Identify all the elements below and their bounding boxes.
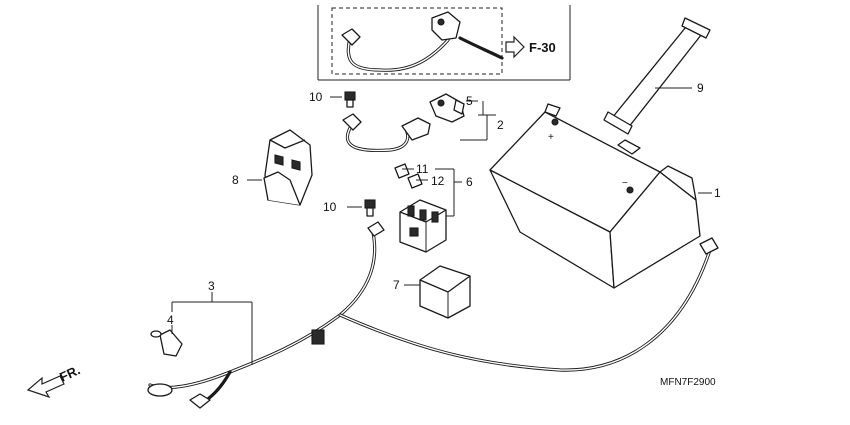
callout-12: 12: [431, 174, 445, 188]
battery: + −: [489, 103, 701, 289]
callout-8: 8: [232, 173, 239, 187]
reference-inset: [317, 5, 571, 81]
terminal-cap: [150, 329, 183, 357]
callout-10-lower: 10: [323, 200, 337, 214]
battery-strap: [603, 17, 711, 135]
battery-harness: [147, 221, 719, 409]
callout-2: 2: [497, 118, 504, 132]
diagram-code: MFN7F2900: [660, 377, 716, 388]
callout-6: 6: [466, 175, 473, 189]
callout-11: 11: [416, 162, 429, 176]
bolt-upper: [344, 91, 356, 108]
svg-text:−: −: [622, 178, 628, 189]
front-label: FR.: [57, 362, 82, 384]
callout-4: 4: [167, 313, 174, 327]
fuse-box: [399, 199, 447, 253]
svg-text:+: +: [548, 132, 554, 143]
callout-5: 5: [466, 94, 473, 108]
callout-9: 9: [697, 81, 704, 95]
reference-arrow-icon: [505, 35, 525, 59]
fuse-small: [394, 163, 423, 189]
callout-7: 7: [393, 278, 400, 292]
leader-lines: [171, 87, 712, 365]
front-arrow-icon: [26, 375, 65, 399]
fuse-holder: [263, 129, 313, 206]
callout-3: 3: [208, 279, 215, 293]
reference-label: F-30: [529, 40, 556, 55]
callout-10-upper: 10: [309, 90, 323, 104]
bolt-lower: [364, 199, 376, 217]
terminal-wire: [342, 93, 465, 153]
relay-cover: [419, 265, 471, 319]
callout-1: 1: [714, 186, 721, 200]
